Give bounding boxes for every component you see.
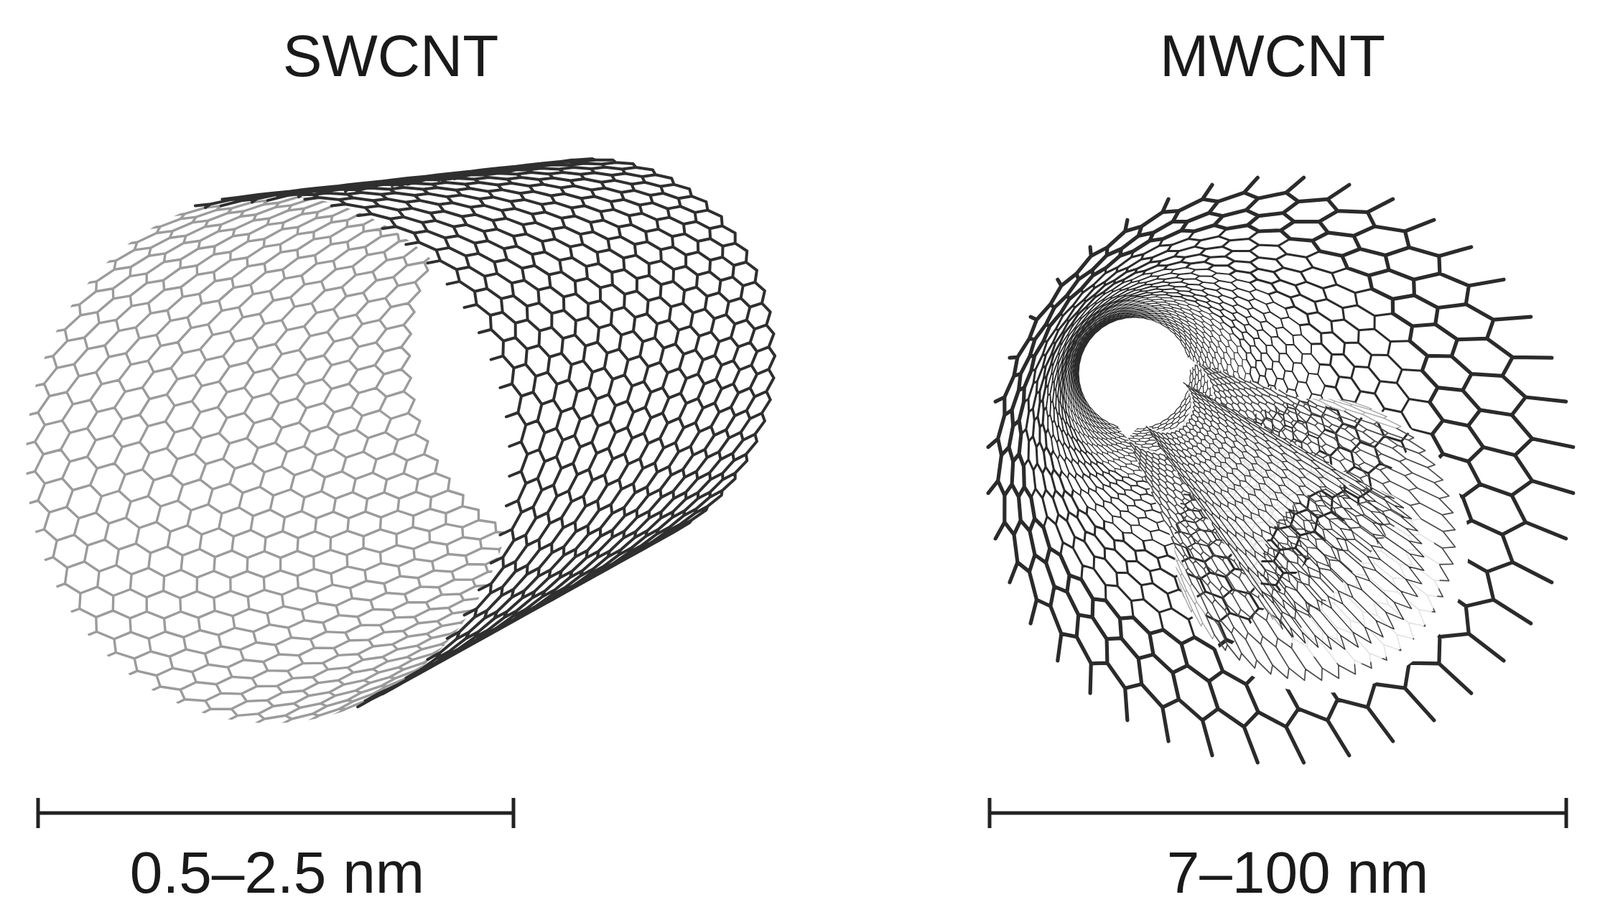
scale-bar <box>38 797 514 829</box>
inner-tube-lattice <box>1136 375 1394 630</box>
inner-tube-lattice <box>1146 382 1425 650</box>
scale-bar-line <box>989 811 1567 816</box>
scale-bar-tick <box>36 797 41 829</box>
tube-backing <box>1134 374 1440 665</box>
scale-bar-line <box>38 811 514 816</box>
scale-bar <box>989 797 1567 829</box>
outer-tube-lattice <box>988 177 1574 763</box>
tube-backing <box>1110 350 1469 693</box>
dimension-label: 7–100 nm <box>1166 840 1430 905</box>
dimension-label: 0.5–2.5 nm <box>129 840 425 905</box>
single-wall-tube <box>17 158 775 727</box>
inner-wall-lattice <box>17 170 653 727</box>
outer-wall-lattice <box>195 158 775 707</box>
scale-bar-tick <box>512 797 516 829</box>
scale-bar-tick <box>988 797 992 829</box>
panel-title: SWCNT <box>282 23 500 89</box>
panel-title: MWCNT <box>1159 23 1386 89</box>
inner-tube-lattice <box>1129 364 1455 681</box>
multi-wall-tube <box>988 177 1574 763</box>
scale-bar-tick <box>1564 797 1569 829</box>
